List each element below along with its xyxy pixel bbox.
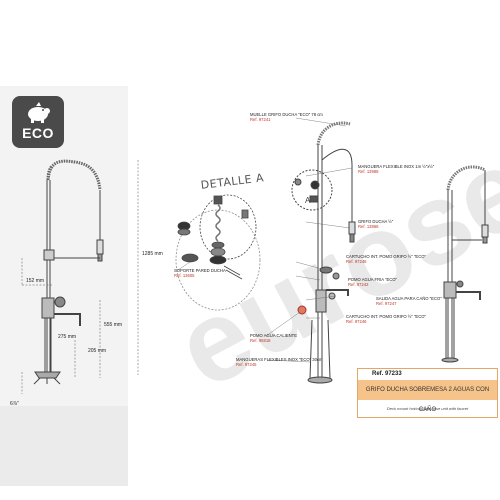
piggy-bank-icon [28,102,50,123]
eco-badge: ECO [12,96,64,148]
dim-height-total: 1285 mm [142,251,163,257]
part-label: SALIDA AGUA PARA CAÑO "ECO"Ref. 97247 [376,296,442,306]
dim-width-top: 152 mm [26,278,45,284]
product-info-box: Ref. 97233 GRIFO DUCHA SOBREMESA 2 AGUAS… [357,368,498,418]
exploded-faucet: A [291,121,356,384]
dim-inlet: 6⅞" [10,401,19,407]
dim-spout-reach: 275 mm [58,334,77,340]
part-label: MANGUERA FLEXIBLE INOX 1m ½"x½"Ref. 1398… [358,164,435,174]
left-panel-base [0,406,128,486]
product-description: Deck mount hot/cold pre-rinse unit with … [386,406,469,411]
part-label: CARTUCHO INT. POMO GRIFO ½" "ECO"Ref. 97… [346,254,426,264]
leader-lines [177,117,353,363]
detail-a [175,194,261,311]
dim-height-mid: 555 mm [104,322,123,328]
dimension-lines [21,160,139,394]
eco-label: ECO [22,125,54,141]
product-title: GRIFO DUCHA SOBREMESA 2 AGUAS CON CAÑO [358,380,497,413]
detail-marker: A [305,196,311,205]
left-faucet [33,159,104,385]
right-faucet [441,165,489,363]
product-ref: Ref. 97233 [372,371,402,377]
dim-height-low: 205 mm [88,348,107,354]
part-label: POMO AGUA FRIA "ECO"Ref. 97242 [348,277,398,287]
part-label: GRIFO DUCHA ½"Ref. 13866 [358,219,394,229]
part-label: CARTUCHO INT. POMO GRIFO ½" "ECO"Ref. 97… [346,314,426,324]
